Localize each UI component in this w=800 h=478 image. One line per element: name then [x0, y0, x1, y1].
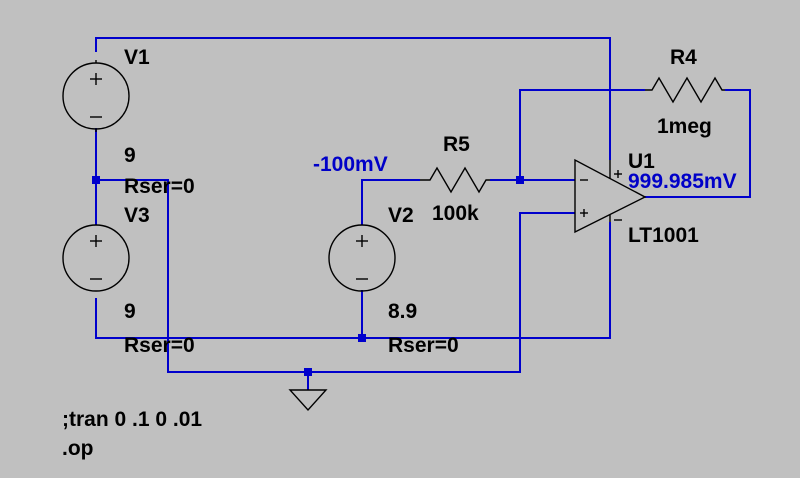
junctions — [92, 176, 524, 376]
net-label-output[interactable]: 999.985mV — [628, 170, 737, 193]
voltage-source-v3[interactable] — [62, 224, 130, 292]
v3-rser: Rser=0 — [124, 334, 195, 357]
v3-value: 9 — [124, 300, 136, 323]
wire-feedback-right[interactable] — [645, 89, 751, 198]
wire-top-rail[interactable] — [95, 37, 611, 160]
r4-name: R4 — [670, 46, 697, 69]
u1-value: LT1001 — [628, 224, 699, 247]
v2-value: 8.9 — [388, 300, 417, 323]
wires — [95, 37, 751, 390]
v1-name: V1 — [124, 46, 150, 69]
directive-op[interactable]: .op — [62, 437, 94, 460]
v2-rser: Rser=0 — [388, 334, 459, 357]
v1-rser: Rser=0 — [124, 175, 195, 198]
resistor-r4[interactable] — [645, 76, 725, 104]
opamp-u1[interactable] — [574, 158, 647, 234]
v3-name: V3 — [124, 204, 150, 227]
wire-v3-bottom[interactable] — [95, 222, 611, 339]
net-label-input[interactable]: -100mV — [313, 153, 388, 176]
junction-dot — [92, 176, 100, 184]
junction-dot — [516, 176, 524, 184]
voltage-source-v2[interactable] — [328, 224, 396, 292]
voltage-source-v1[interactable] — [62, 60, 130, 132]
r4-value: 1meg — [657, 115, 712, 138]
wire-feedback-left[interactable] — [519, 89, 645, 180]
u1-name: U1 — [628, 150, 655, 173]
directive-tran[interactable]: ;tran 0 .1 0 .01 — [62, 408, 202, 431]
junction-dot — [304, 368, 312, 376]
v1-value: 9 — [124, 144, 136, 167]
ground-icon[interactable] — [288, 389, 328, 412]
resistor-r5[interactable] — [420, 166, 490, 194]
r5-value: 100k — [432, 202, 479, 225]
r5-name: R5 — [443, 133, 470, 156]
junction-dot — [358, 334, 366, 342]
wire-midpoint-ground[interactable] — [96, 179, 575, 373]
v2-name: V2 — [388, 204, 414, 227]
wire-v2-r5[interactable] — [361, 179, 420, 225]
